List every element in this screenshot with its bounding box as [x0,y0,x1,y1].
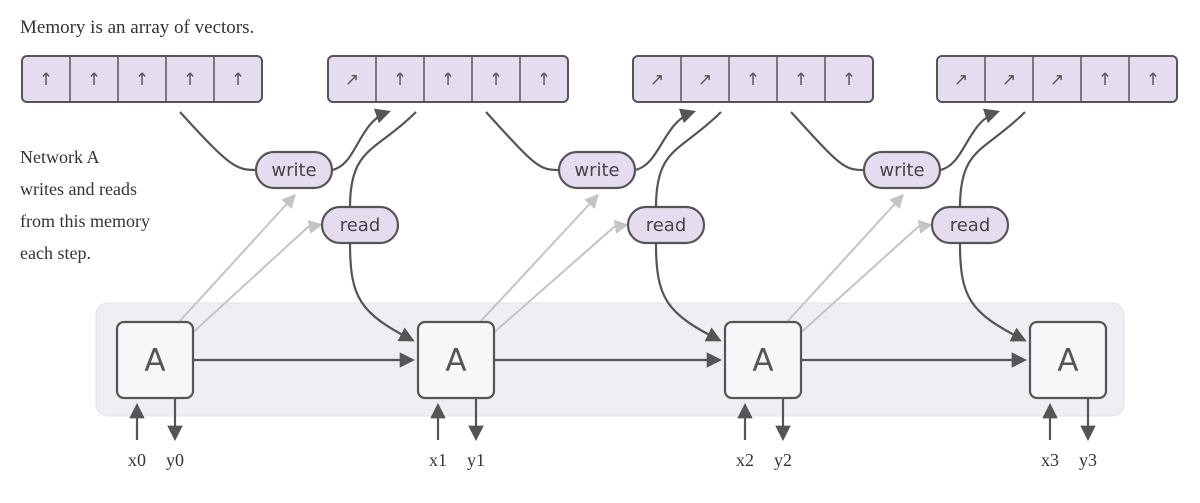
memory-vector-arrow-icon: ↗ [954,70,968,90]
write-attention-line [178,193,296,323]
write-to-memory-arrow [331,108,391,172]
memory-vector-arrow-icon: ↑ [1098,70,1112,90]
memory-array: ↗ ↗ ↑ ↑ ↑ [632,55,874,103]
memory-frame [632,55,874,103]
output-label: y2 [774,450,792,470]
network-node [416,320,496,400]
write-to-memory-arrow [634,108,696,172]
memory-arrays: ↑ ↑ ↑ ↑ ↑ ↗ ↑ ↑ ↑ ↑ ↗ ↗ ↑ ↑ ↑ ↗ ↗ ↗ ↑ ↑ [21,55,1178,103]
memory-vector-arrow-icon: ↑ [393,70,407,90]
description: Network A writes and reads from this mem… [20,147,150,263]
description-line: from this memory [20,211,150,231]
read-pill-label: read [646,215,687,236]
memory-to-write-curve [179,111,257,172]
caption: Memory is an array of vectors. [20,17,254,38]
read-to-network-arrow [348,242,415,342]
memory-vector-arrow-icon: ↑ [87,70,101,90]
read-pill-label: read [340,215,381,236]
write-pill-shape [254,150,334,190]
network-node [115,320,195,400]
read-to-network-arrow [958,242,1027,342]
memory-vector-arrow-icon: ↑ [842,70,856,90]
memory-to-read-curve [958,111,1026,208]
network-step: Ax2 y2 [723,320,803,470]
memory-vector-arrow-icon: ↑ [1146,70,1160,90]
memory-vector-arrow-icon: ↑ [794,70,808,90]
write-pill-shape [557,150,637,190]
memory-vector-arrow-icon: ↗ [1002,70,1016,90]
network-step: Ax0 y0 [115,320,195,470]
write-to-memory-arrow [939,108,1000,172]
description-line: each step. [20,243,91,263]
output-label: y1 [467,450,485,470]
memory-frame [936,55,1178,103]
memory-vector-arrow-icon: ↑ [537,70,551,90]
flow-lines [179,108,1028,368]
network-step: Ax1 y1 [416,320,496,470]
input-label: x0 [128,450,146,470]
input-label: x3 [1041,450,1059,470]
memory-vector-arrow-icon: ↗ [650,70,664,90]
write-pill: write [862,150,942,190]
input-label: x1 [429,450,447,470]
description-line: Network A [20,147,100,167]
network-steps: Ax0 y0 Ax1 y1 Ax2 y2 Ax3 y3 [115,320,1108,470]
read-pill-shape [930,205,1010,245]
read-attention-line [796,219,933,337]
write-attention-line [479,193,599,323]
memory-vector-arrow-icon: ↑ [183,70,197,90]
read-pill-shape [320,205,400,245]
memory-vector-arrow-icon: ↑ [441,70,455,90]
write-pill: write [557,150,637,190]
memory-vector-arrow-icon: ↑ [746,70,760,90]
memory-vector-arrow-icon: ↑ [135,70,149,90]
description-line: writes and reads [20,179,137,199]
read-write-pills: write write write read read read [254,150,1010,245]
memory-vector-arrow-icon: ↑ [489,70,503,90]
memory-vector-arrow-icon: ↑ [231,70,245,90]
network-step: Ax3 y3 [1028,320,1108,470]
memory-to-write-curve [485,111,560,172]
network-node [723,320,803,400]
memory-to-read-curve [348,111,417,208]
read-pill: read [626,205,706,245]
output-label: y0 [166,450,184,470]
network-node-label: A [1057,343,1078,379]
memory-vector-arrow-icon: ↗ [1050,70,1064,90]
memory-array: ↗ ↗ ↗ ↑ ↑ [936,55,1178,103]
read-attention-line [188,219,323,337]
read-pill: read [930,205,1010,245]
network-node-label: A [752,343,773,379]
memory-frame [327,55,569,103]
read-pill-label: read [950,215,991,236]
read-attention-line [489,219,629,337]
network-node-label: A [445,343,466,379]
read-to-network-arrow [654,242,722,342]
read-pill-shape [626,205,706,245]
memory-vector-arrow-icon: ↗ [345,70,359,90]
memory-vector-arrow-icon: ↑ [39,70,53,90]
read-pill: read [320,205,400,245]
memory-to-write-curve [790,111,865,172]
memory-vector-arrow-icon: ↗ [698,70,712,90]
memory-frame [21,55,263,103]
memory-array: ↑ ↑ ↑ ↑ ↑ [21,55,263,103]
write-pill-label: write [574,160,619,181]
memory-to-read-curve [654,111,722,208]
network-node [1028,320,1108,400]
memory-array: ↗ ↑ ↑ ↑ ↑ [327,55,569,103]
network-node-label: A [144,343,165,379]
write-pill-shape [862,150,942,190]
write-attention-line [786,193,904,323]
write-pill-label: write [879,160,924,181]
attention-lines [178,193,933,337]
write-pill: write [254,150,334,190]
write-pill-label: write [271,160,316,181]
input-label: x2 [736,450,754,470]
output-label: y3 [1079,450,1097,470]
